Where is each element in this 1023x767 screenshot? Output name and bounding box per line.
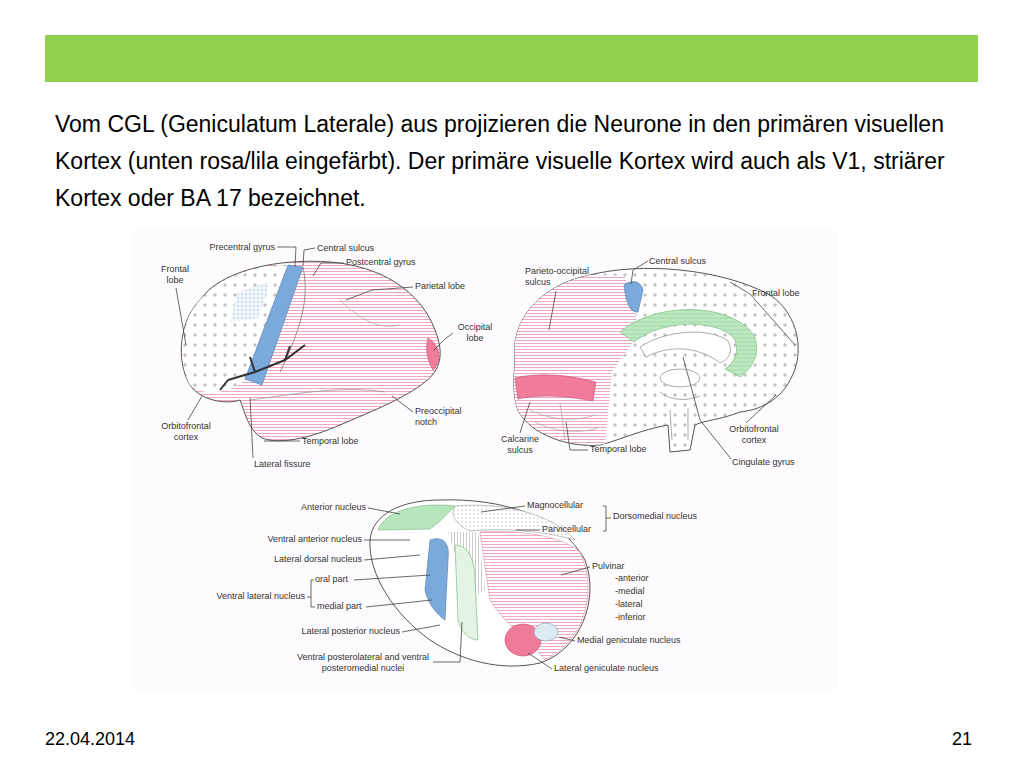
leader-lines-part	[561, 567, 590, 575]
part-label: Lateral geniculate nucleus	[554, 663, 694, 674]
leader-lines-part	[559, 637, 575, 641]
leader-lines-part	[277, 247, 296, 266]
footer-text: 21	[922, 728, 972, 750]
leader-lines-part	[313, 263, 344, 276]
part-label: Cingulate gyrus	[732, 457, 822, 468]
part-label: Frontal lobe	[752, 288, 822, 299]
part-label: Ventral posterolateral and ventral poste…	[294, 652, 432, 674]
part-label: Medial geniculate nucleus	[577, 635, 717, 646]
lateral-brain-part	[220, 345, 305, 390]
leader-lines-part	[516, 530, 540, 531]
leader-lines-part	[746, 395, 776, 423]
leader-lines-part	[528, 653, 552, 669]
medial-brain-part	[515, 375, 596, 401]
part-label: Dorsomedial nucleus	[613, 511, 723, 522]
thalamus-part	[425, 539, 448, 620]
part-label: Temporal lobe	[302, 436, 382, 447]
thalamus-part	[534, 623, 558, 641]
part-label: Preoccipital notch	[415, 406, 469, 428]
lateral-brain-part	[280, 267, 305, 372]
part-label: Lateral fissure	[254, 459, 334, 470]
leader-lines-part	[481, 506, 525, 512]
leader-lines-part	[188, 396, 202, 420]
part-label: Calcarine sulcus	[497, 434, 543, 456]
leader-lines-part	[364, 555, 420, 560]
leader-lines-part	[392, 396, 413, 412]
leader-lines-part	[566, 422, 588, 450]
part-label: Occipital lobe	[453, 322, 497, 344]
body-text: Vom CGL (Geniculatum Laterale) aus proji…	[55, 106, 965, 217]
thalamus-part	[378, 505, 455, 530]
medial-brain-part	[530, 403, 598, 440]
part-label: Lateral dorsal nucleus	[242, 554, 362, 565]
leader-lines-part	[366, 600, 432, 607]
footer-text: 22.04.2014	[45, 728, 205, 750]
leader-lines-part	[434, 333, 453, 350]
part-label: medial part	[317, 601, 387, 612]
part-label: Frontal lobe	[157, 264, 193, 286]
part-label: Parietal lobe	[415, 281, 495, 292]
thalamus-part	[480, 532, 588, 660]
part-label: -lateral	[615, 599, 675, 610]
leader-lines-part	[250, 398, 253, 458]
medial-brain-part	[514, 275, 640, 445]
part-label: Ventral anterior nucleus	[232, 534, 362, 545]
leader-lines-part	[631, 261, 648, 284]
part-label: Pulvinar	[592, 561, 652, 572]
lateral-brain	[181, 261, 440, 441]
medial-brain-part	[620, 310, 757, 377]
part-label: Central sulcus	[317, 243, 397, 254]
leader-lines-part	[354, 575, 430, 580]
leader-lines-part	[368, 508, 400, 514]
part-label: Parvicellular	[542, 524, 622, 535]
part-label: oral part	[315, 574, 375, 585]
part-label: Orbitofrontal cortex	[154, 421, 218, 443]
medial-brain-part	[660, 369, 700, 387]
leader-lines-part	[520, 402, 530, 433]
leader-lines-part	[549, 291, 556, 330]
lateral-brain-part	[250, 390, 385, 400]
leader-lines-part	[264, 441, 300, 442]
thalamus-part	[455, 545, 478, 640]
leader-lines-part	[303, 248, 315, 266]
part-label: Ventral lateral nucleus	[185, 591, 305, 602]
lateral-brain-part	[181, 261, 440, 441]
part-label: Anterior nucleus	[266, 502, 366, 513]
medial-brain-part	[640, 332, 730, 363]
title-bar	[45, 35, 978, 82]
lateral-brain-part	[340, 300, 400, 326]
part-label: Parieto-occipital sulcus	[525, 266, 599, 288]
part-label: Magnocellular	[527, 500, 607, 511]
leader-lines	[176, 247, 795, 669]
leader-lines-part	[402, 625, 440, 632]
part-label: Precentral gyrus	[185, 242, 275, 253]
medial-brain-part	[624, 282, 643, 313]
figure-ground	[133, 230, 838, 690]
part-label: -medial	[615, 586, 675, 597]
leader-lines-part	[603, 506, 611, 531]
leader-lines-part	[433, 622, 462, 662]
part-label: Lateral posterior nucleus	[260, 626, 400, 637]
part-label: Central sulcus	[649, 256, 729, 267]
part-label: Orbitofrontal cortex	[722, 424, 786, 446]
lateral-brain-part	[230, 282, 270, 322]
part-label: -anterior	[615, 573, 675, 584]
leader-lines-part	[683, 357, 731, 459]
part-label: -inferior	[615, 612, 675, 623]
leader-lines-part	[307, 580, 315, 607]
leader-lines-part	[346, 287, 413, 300]
part-label: Postcentral gyrus	[346, 257, 436, 268]
leader-lines-part	[364, 540, 410, 541]
part-label: Temporal lobe	[590, 444, 670, 455]
lateral-brain-part	[427, 338, 439, 370]
leader-lines-part	[176, 288, 186, 345]
